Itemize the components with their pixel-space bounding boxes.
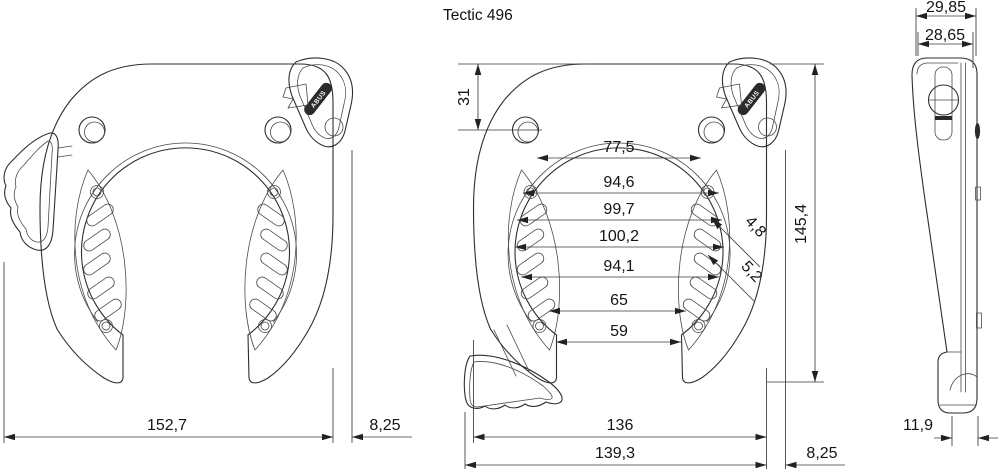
dim-top-to-hole-label: 31 (456, 88, 473, 106)
dim-width-4: 100,2 (515, 228, 724, 251)
ext-lines-side-view (915, 8, 979, 446)
dim-side-body-depth: 28,65 (918, 27, 973, 48)
dim-width-5-label: 94,1 (603, 258, 634, 275)
release-lever-bottom (463, 324, 563, 410)
dim-left-housing-offset-label: 8,25 (369, 417, 400, 434)
dim-width-2: 94,6 (523, 174, 719, 197)
dim-width-2-label: 94,6 (603, 174, 634, 191)
side-edge-notch-1 (975, 186, 981, 201)
side-plate-lines (960, 62, 966, 393)
release-lever-left (3, 132, 73, 251)
side-dark-band (935, 116, 952, 120)
dim-middle-total-width-label: 139,3 (595, 445, 635, 462)
front-middle-view: 31 77,5 94,6 99,7 100,2 94,1 65 5 (456, 57, 845, 469)
dim-slot-width-label: 4,8 (741, 213, 769, 241)
dim-width-1-label: 77,5 (603, 139, 634, 156)
dim-width-5: 94,1 (521, 258, 719, 281)
dim-middle-housing-offset: 8,25 (785, 445, 845, 469)
side-profile-inner-corner (916, 62, 959, 75)
dim-width-7-label: 59 (610, 323, 628, 340)
dim-side-top-width-label: 29,85 (926, 0, 966, 16)
dim-left-total-width-label: 152,7 (147, 417, 187, 434)
dim-side-foot-width: 11,9 (903, 417, 998, 442)
dim-side-foot-width-label: 11,9 (903, 417, 933, 434)
dim-slot-width: 4,8 (711, 213, 769, 268)
dim-top-to-hole: 31 (456, 64, 482, 130)
dim-left-housing-offset: 8,25 (352, 417, 412, 441)
dim-left-total-width: 152,7 (4, 417, 333, 441)
dim-body-width: 136 (473, 417, 767, 441)
dim-total-height-label: 145,4 (793, 204, 810, 244)
dim-slot-pitch-label: 5,2 (737, 258, 765, 286)
dim-width-6-label: 65 (610, 292, 628, 309)
dim-middle-total-width: 139,3 (465, 445, 767, 469)
dim-width-3: 99,7 (517, 201, 722, 224)
front-left-view: 152,7 8,25 (3, 57, 412, 443)
dim-width-6: 65 (549, 292, 686, 315)
dim-width-3-label: 99,7 (603, 201, 634, 218)
dim-width-4-label: 100,2 (599, 228, 639, 245)
dim-total-height: 145,4 (793, 64, 819, 382)
ext-lines-left-view (3, 150, 353, 443)
side-key-slot (934, 66, 953, 141)
dim-width-1: 77,5 (537, 139, 701, 162)
side-profile-outline (911, 57, 978, 414)
side-edge-lug (974, 123, 981, 139)
dim-body-width-label: 136 (607, 417, 634, 434)
drawing-title: Tectic 496 (443, 7, 513, 24)
dim-side-body-depth-label: 28,65 (925, 27, 965, 44)
dim-middle-housing-offset-label: 8,25 (806, 445, 837, 462)
side-foot-details (939, 351, 978, 406)
side-right-view: 29,85 28,65 11,9 (903, 0, 998, 446)
ext-lines-middle-view (458, 63, 824, 469)
dim-side-top-width: 29,85 (916, 0, 976, 20)
dim-width-7: 59 (556, 323, 681, 346)
side-edge-notch-2 (976, 312, 982, 329)
